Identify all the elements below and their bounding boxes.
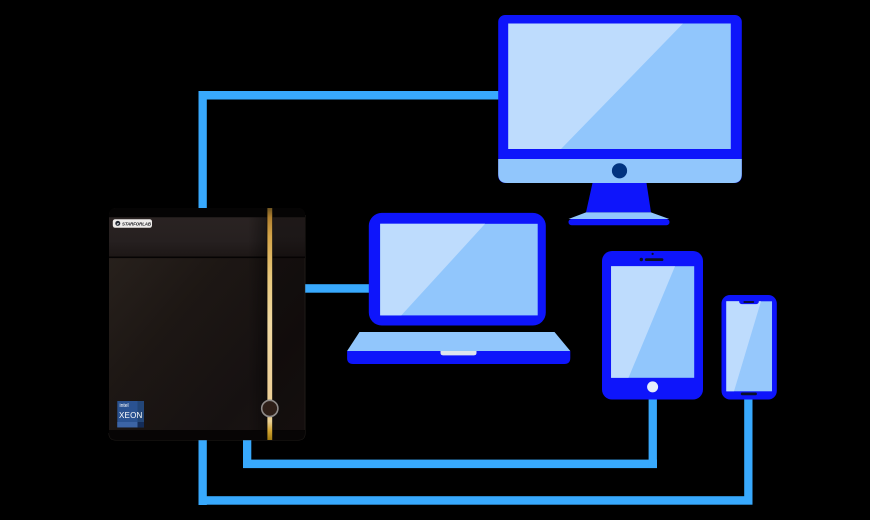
svg-text:STARFORLAB: STARFORLAB	[122, 222, 152, 227]
svg-text:XEON: XEON	[119, 411, 142, 420]
svg-text:intel: intel	[120, 403, 129, 409]
